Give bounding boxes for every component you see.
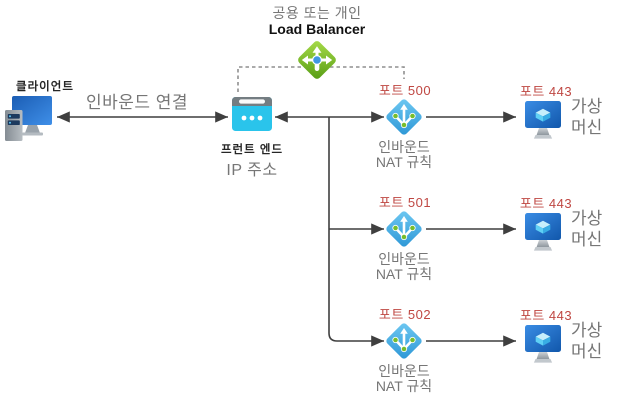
vm-label: 가상 머신 [571,208,602,250]
lb-subtitle: 공용 또는 개인 [272,5,362,21]
inbound-nat-rule-icon [382,95,426,139]
nat-port-label: 포트 501 [378,195,432,210]
nat-rule-label-line2: NAT 규칙 [375,378,433,394]
inbound-nat-rule-icon [382,207,426,251]
frontend-name-label: 프런트 엔드 [220,144,284,156]
client-computer-icon [3,93,55,145]
vm-label-line1: 가상 [571,97,603,116]
nat-rule-label-line1: 인바운드 [378,251,430,267]
trunk-nat3-arrow [328,117,384,347]
frontend-ip-label: IP 주소 [226,162,278,179]
nat-rule-label: 인바운드 NAT 규칙 [362,364,446,394]
nat-rule-label: 인바운드 NAT 규칙 [362,252,446,282]
nat-port-label: 포트 502 [378,307,432,322]
client-label: 클라이언트 [16,81,74,93]
load-balancer-icon [295,38,339,82]
vm-port-label: 포트 443 [519,308,573,323]
dashed-lb-connector [237,66,405,92]
vm-label: 가상 머신 [571,96,602,138]
nat-rule-label-line2: NAT 규칙 [375,266,433,282]
virtual-machine-icon [524,100,562,142]
nat-rule-label: 인바운드 NAT 규칙 [362,140,446,170]
inbound-nat-rule-icon [382,319,426,363]
virtual-machine-icon [524,324,562,366]
vm-label-line2: 머신 [571,118,603,137]
vm-label-line2: 머신 [571,230,603,249]
vm-label: 가상 머신 [571,320,602,362]
nat-rule-label-line1: 인바운드 [378,363,430,379]
nat-rule-label-line2: NAT 규칙 [375,154,433,170]
lb-title: Load Balancer [268,21,366,37]
frontend-ip-icon [232,97,272,131]
nat-rule-label-line1: 인바운드 [378,139,430,155]
vm-label-line1: 가상 [571,321,603,340]
vm-port-label: 포트 443 [519,84,573,99]
vm-port-label: 포트 443 [519,196,573,211]
vm-label-line1: 가상 [571,209,603,228]
inbound-connection-label: 인바운드 연결 [85,93,189,112]
nat-port-label: 포트 500 [378,83,432,98]
vm-label-line2: 머신 [571,342,603,361]
virtual-machine-icon [524,212,562,254]
